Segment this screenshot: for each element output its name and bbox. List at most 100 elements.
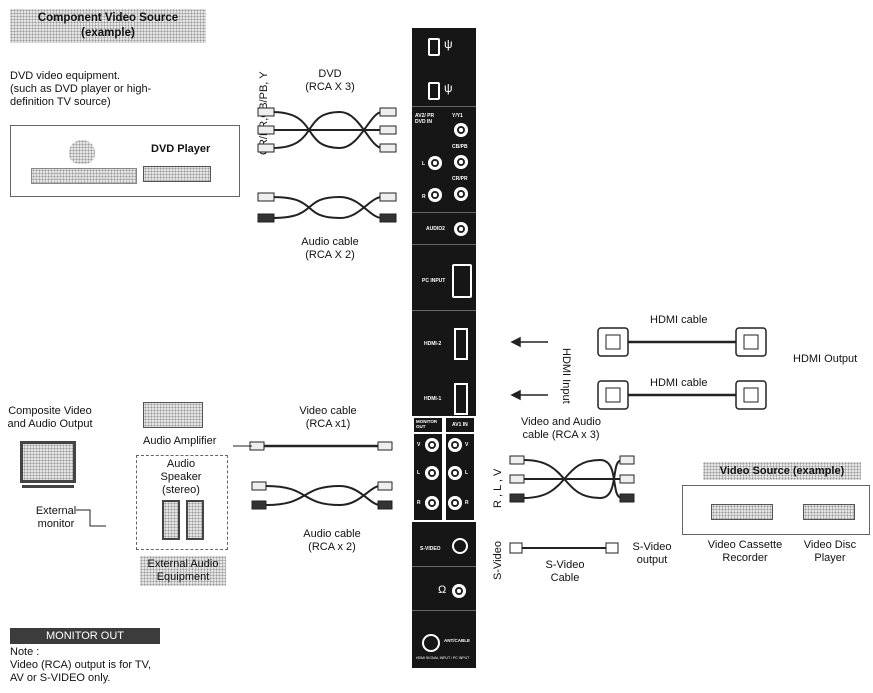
external-audio-line1: External Audio — [147, 558, 219, 570]
svideo-jack[interactable] — [452, 538, 468, 554]
pc-input-port[interactable] — [452, 264, 472, 298]
component-r-jack[interactable] — [428, 188, 442, 202]
av-cable-label: Video and Audio cable (RCA x 3) — [506, 416, 616, 442]
tv-rear-panel: ψ ψ AV2/ PR DVD IN Y/Y1 CB/PB L CR/PR R … — [412, 28, 476, 668]
divider-2 — [412, 212, 476, 213]
note-title: Note : — [10, 646, 40, 658]
cr-jack[interactable] — [454, 187, 468, 201]
dvd-cable-label: DVD (RCA X 3) — [290, 68, 370, 94]
monitor-video-cable-line2: (RCA x1) — [305, 418, 351, 430]
av-cable-line2: cable (RCA x 3) — [522, 429, 600, 441]
external-monitor-line2: monitor — [37, 518, 75, 530]
satellite-dish-icon — [69, 140, 95, 164]
composite-output-label: Composite Video and Audio Output — [0, 405, 100, 431]
vcr-line1: Video Cassette — [707, 539, 783, 551]
av-rca-plugs — [509, 455, 635, 503]
dvd-rca-cable — [271, 110, 383, 150]
monitor-audio-cable — [265, 484, 381, 507]
audio-speaker-line2: Speaker — [160, 471, 202, 483]
av1-video-jack[interactable] — [448, 438, 462, 452]
service-port-symbol-bottom: ψ — [444, 81, 453, 95]
monitor-l-label: L — [417, 470, 421, 476]
composite-output-line2: and Audio Output — [7, 418, 93, 430]
dvd-cable-line2: (RCA X 3) — [305, 81, 355, 93]
monitor-v-label: V — [417, 442, 421, 448]
av-cable-line1: Video and Audio — [521, 416, 601, 428]
external-monitor-icon — [20, 441, 76, 483]
dvd-player-box: DVD Player — [10, 125, 240, 197]
antenna-jack[interactable] — [422, 634, 440, 652]
headphone-jack[interactable] — [452, 584, 466, 598]
dvd-player-label: DVD Player — [151, 143, 211, 155]
vdp-line2: Player — [814, 552, 846, 564]
monitor-audio-cable-label: Audio cable (RCA x 2) — [282, 528, 382, 554]
hdmi-cable-bottom-label: HDMI cable — [650, 377, 708, 389]
video-disc-player-icon — [803, 504, 855, 520]
vdp-line1: Video Disc — [803, 539, 857, 551]
r-l-v-label: R , L , V — [492, 468, 504, 508]
dvd-equipment-line1: DVD video equipment. — [10, 70, 121, 82]
av1-in-header-label: AV1 IN — [452, 422, 468, 428]
composite-output-line1: Composite Video — [8, 405, 92, 417]
audio2-jack[interactable] — [454, 222, 468, 236]
av1-r-label: R — [465, 500, 469, 506]
hdmi1-port[interactable] — [454, 383, 468, 415]
svideo-vertical-label: S-Video — [492, 541, 504, 580]
speaker-left-icon — [162, 500, 180, 540]
hdmi2-port[interactable] — [454, 328, 468, 360]
monitor-video-cable-label: Video cable (RCA x1) — [278, 405, 378, 431]
av1-r-jack[interactable] — [448, 496, 462, 510]
av1-l-jack[interactable] — [448, 466, 462, 480]
divider-5 — [412, 566, 476, 567]
pc-input-label: PC INPUT — [422, 278, 446, 284]
external-monitor-stand — [22, 485, 74, 488]
speaker-right-icon — [186, 500, 204, 540]
cb-jack[interactable] — [454, 155, 468, 169]
component-audio-cable-line1: Audio cable — [301, 236, 359, 248]
monitor-out-banner: MONITOR OUT — [10, 628, 160, 644]
monitor-video-cable — [249, 441, 393, 451]
monitor-out-header-label: MONITOR OUT — [416, 419, 438, 429]
r-audio-label: R — [422, 194, 426, 200]
external-audio-line2: Equipment — [156, 571, 210, 583]
divider-1 — [412, 106, 476, 107]
monitor-audio-plugs — [251, 481, 393, 510]
hdmi-output-label: HDMI Output — [793, 353, 858, 365]
audio-amplifier-icon — [143, 402, 203, 428]
svideo-cable — [509, 542, 619, 554]
audio2-label: AUDIO2 — [426, 226, 445, 232]
vdp-label: Video Disc Player — [790, 539, 870, 565]
monitor-l-jack[interactable] — [425, 466, 439, 480]
note-line2: AV or S-VIDEO only. — [10, 672, 111, 684]
av1-v-label: V — [465, 442, 469, 448]
external-audio-label-box: External Audio Equipment — [140, 556, 226, 586]
svideo-cable-label: S-Video Cable — [530, 559, 600, 585]
hdmi-cable-bottom — [597, 380, 767, 410]
y-jack[interactable] — [454, 123, 468, 137]
hdmi2-label: HDMI-2 — [424, 341, 442, 347]
hdmi-cable-top — [597, 327, 767, 357]
component-l-jack[interactable] — [428, 156, 442, 170]
video-source-title: Video Source (example) — [719, 465, 845, 477]
panel-footer-text: HDMI SIGNAL INPUT / PC INPUT — [416, 656, 470, 660]
svideo-output-line1: S-Video — [632, 541, 672, 553]
vcr-label: Video Cassette Recorder — [700, 539, 790, 565]
audio-speaker-line3: (stereo) — [162, 484, 200, 496]
hdmi-cable-top-label: HDMI cable — [650, 314, 708, 326]
service-port-bottom — [428, 82, 440, 100]
dvd-cable-line1: DVD — [318, 68, 342, 80]
vcr-icon — [711, 504, 773, 520]
hdmi1-label: HDMI-1 — [424, 396, 442, 402]
divider-4 — [412, 310, 476, 311]
av1-l-label: L — [465, 470, 469, 476]
dvd-equipment-line2: (such as DVD player or high- — [10, 83, 152, 95]
monitor-r-jack[interactable] — [425, 496, 439, 510]
svideo-cable-line2: Cable — [550, 572, 580, 584]
monitor-out-header — [414, 418, 442, 432]
dvd-equipment-description: DVD video equipment. (such as DVD player… — [10, 70, 220, 109]
dvd-rca-plugs — [257, 107, 397, 153]
component-source-subtitle: (example) — [81, 27, 135, 39]
monitor-video-jack[interactable] — [425, 438, 439, 452]
audio-amplifier-label: Audio Amplifier — [143, 435, 217, 447]
